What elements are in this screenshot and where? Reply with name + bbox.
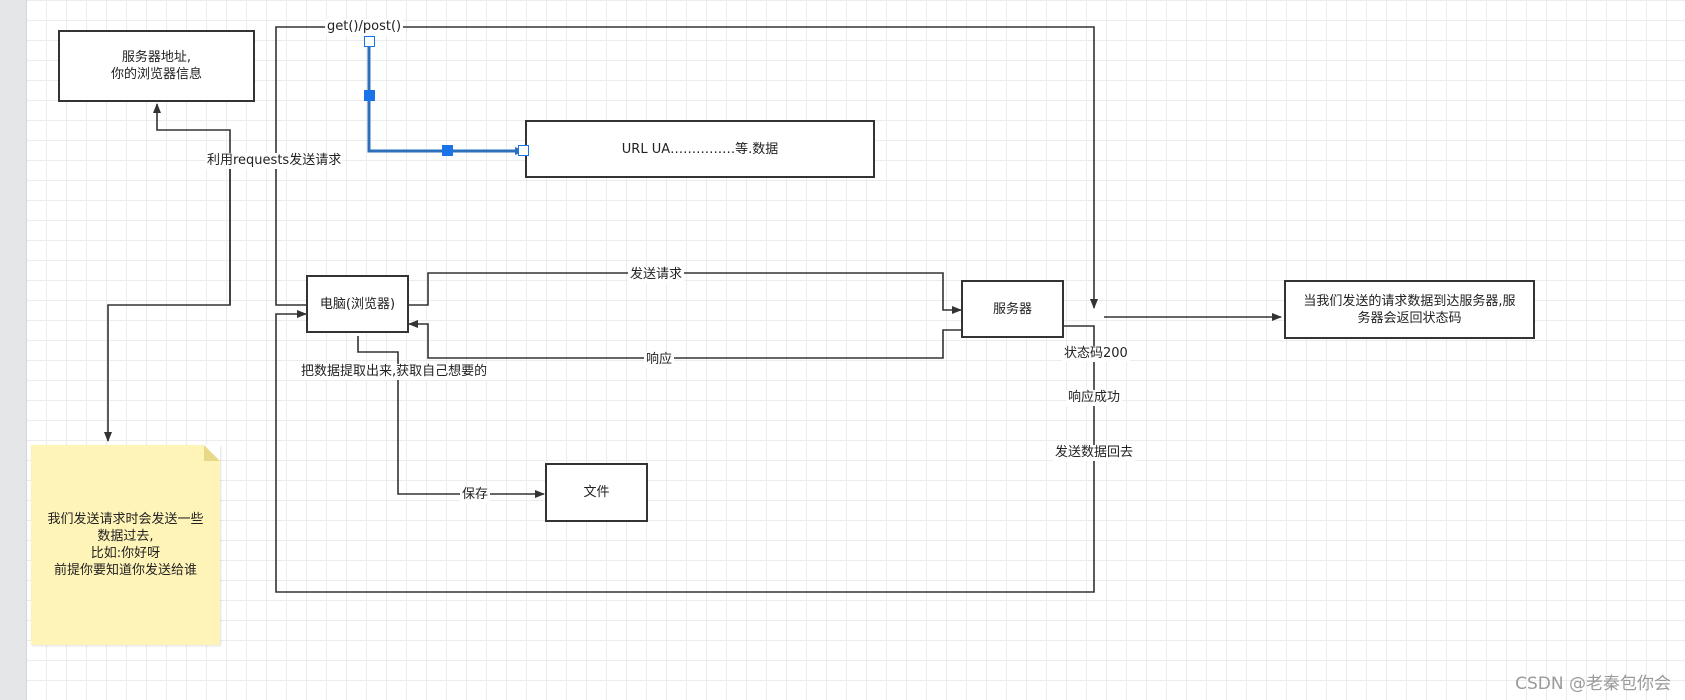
- edge-server-to-computer-bottom[interactable]: [275, 310, 1095, 593]
- label-extract-data[interactable]: 把数据提取出来,获取自己想要的: [299, 364, 490, 380]
- server-box[interactable]: 服务器: [961, 280, 1064, 338]
- edge-handle-start[interactable]: [364, 36, 375, 47]
- label-send-data-back[interactable]: 发送数据回去: [1053, 445, 1136, 461]
- edge-requests-to-note[interactable]: [104, 160, 231, 442]
- edge-send-request[interactable]: [409, 272, 962, 314]
- server-status-response-box[interactable]: 当我们发送的请求数据到达服务器,服 务器会返回状态码: [1284, 280, 1535, 339]
- edge-handle-waypoint-horizontal[interactable]: [442, 145, 453, 156]
- label-response[interactable]: 响应: [644, 352, 675, 368]
- edge-computer-to-server-top[interactable]: [275, 26, 1098, 309]
- label-response-success[interactable]: 响应成功: [1066, 390, 1123, 406]
- left-panel-strip: [0, 0, 27, 700]
- label-get-post[interactable]: get()/post(): [325, 19, 404, 35]
- edge-handle-end[interactable]: [518, 145, 529, 156]
- computer-browser-box[interactable]: 电脑(浏览器): [306, 275, 409, 333]
- url-ua-data-box[interactable]: URL UA……………等.数据: [525, 120, 875, 178]
- note-fold-corner: [204, 445, 220, 461]
- sticky-note[interactable]: 我们发送请求时会发送一些 数据过去, 比如:你好呀 前提你要知道你发送给谁: [31, 445, 220, 645]
- file-box[interactable]: 文件: [545, 463, 648, 522]
- watermark: CSDN @老秦包你会: [1515, 674, 1671, 694]
- label-status-code[interactable]: 状态码200: [1062, 346, 1130, 362]
- sticky-note-text: 我们发送请求时会发送一些 数据过去, 比如:你好呀 前提你要知道你发送给谁: [47, 512, 204, 578]
- edge-handle-waypoint-vertical[interactable]: [364, 90, 375, 101]
- label-save[interactable]: 保存: [460, 487, 491, 503]
- server-info-box[interactable]: 服务器地址, 你的浏览器信息: [58, 30, 255, 102]
- edge-response[interactable]: [408, 320, 961, 359]
- edge-computer-to-file[interactable]: [357, 336, 545, 498]
- label-requests-send[interactable]: 利用requests发送请求: [205, 153, 344, 169]
- label-send-request[interactable]: 发送请求: [628, 267, 685, 283]
- edge-requests-to-server-info[interactable]: [153, 103, 231, 305]
- edge-getpost-to-url[interactable]: [367, 41, 525, 155]
